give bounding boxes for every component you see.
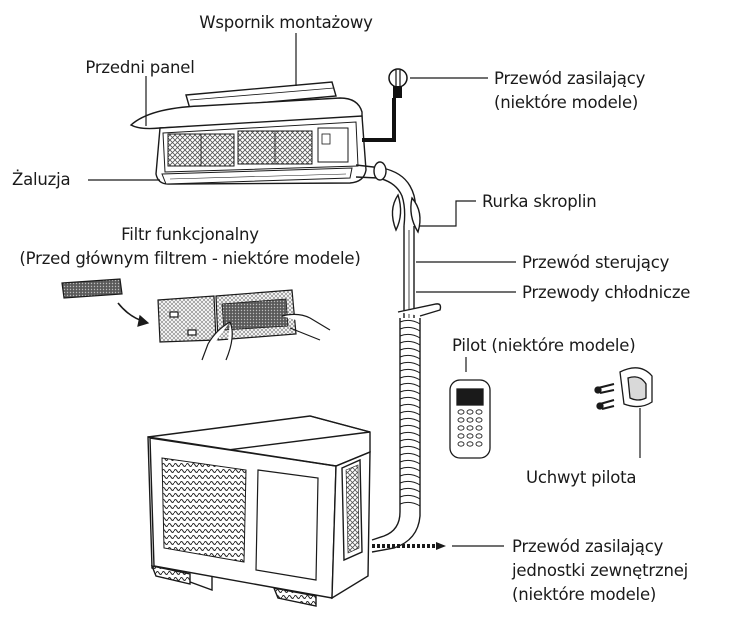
- remote-button: [466, 409, 474, 415]
- function-filter-illustration: [61, 278, 331, 361]
- spiral-wrap-turn: [399, 347, 421, 353]
- remote-button: [475, 409, 483, 415]
- pipe-clamp: [397, 303, 442, 317]
- spiral-wrap-turn: [399, 438, 421, 444]
- label-rurka: Rurka skroplin: [482, 192, 597, 211]
- label-filtr-line2: (Przed głównym filtrem - niektóre modele…: [19, 249, 361, 268]
- piping-bundle: [355, 161, 421, 553]
- spiral-wrap-turn: [399, 319, 421, 325]
- spiral-wrap-turn: [399, 368, 421, 374]
- label-przewody-chl: Przewody chłodnicze: [522, 283, 691, 302]
- spiral-wrap-turn: [399, 459, 421, 465]
- spiral-wrap-turn: [399, 375, 421, 381]
- indoor-power-cord: [362, 68, 408, 142]
- label-uchwyt: Uchwyt pilota: [526, 468, 637, 487]
- label-zaluzja: Żaluzja: [12, 170, 71, 189]
- remote-button: [475, 425, 483, 431]
- spiral-wrap-turn: [399, 480, 421, 486]
- label-zewn-line2: jednostki zewnętrznej: [512, 561, 689, 580]
- spiral-wrap-turn: [399, 417, 421, 423]
- spiral-wrap-turn: [399, 473, 421, 479]
- remote-button: [457, 417, 465, 423]
- remote-button: [457, 425, 465, 431]
- remote-button: [475, 433, 483, 439]
- spiral-wrap-turn: [399, 333, 421, 339]
- remote-holder: [594, 367, 653, 410]
- front-panel: [129, 97, 363, 130]
- remote-button: [457, 441, 465, 447]
- remote-button: [466, 417, 474, 423]
- label-pilot: Pilot (niektóre modele): [452, 336, 636, 355]
- spiral-wrap-turn: [399, 424, 421, 430]
- louver: [161, 167, 353, 185]
- label-zewn-line3: (niektóre modele): [512, 585, 657, 604]
- functional-filter: [61, 278, 123, 299]
- leader-lines: [88, 33, 641, 547]
- mounting-bracket: [185, 81, 337, 110]
- remote-button: [475, 417, 483, 423]
- remote-button: [457, 409, 465, 415]
- remote-button: [475, 441, 483, 447]
- spiral-wrap: [399, 319, 421, 507]
- remote-control: [449, 379, 491, 459]
- outdoor-unit: [147, 415, 371, 607]
- label-zewn-line1: Przewód zasilający: [512, 537, 664, 556]
- spiral-wrap-turn: [399, 382, 421, 388]
- label-wspornik: Wspornik montażowy: [199, 13, 373, 32]
- label-przedni-panel: Przedni panel: [85, 58, 195, 77]
- spiral-wrap-turn: [399, 501, 421, 507]
- spiral-wrap-turn: [399, 361, 421, 367]
- label-przewod-zas-line1: Przewód zasilający: [494, 69, 646, 88]
- spiral-wrap-turn: [399, 354, 421, 360]
- label-przewod-zas-line2: (niektóre modele): [494, 93, 639, 112]
- spiral-wrap-turn: [399, 466, 421, 472]
- spiral-wrap-turn: [399, 403, 421, 409]
- spiral-wrap-turn: [399, 389, 421, 395]
- spiral-wrap-turn: [399, 326, 421, 332]
- label-filtr-line1: Filtr funkcjonalny: [121, 225, 259, 244]
- spiral-wrap-turn: [399, 340, 421, 346]
- remote-button: [466, 433, 474, 439]
- outdoor-power-cable: [372, 542, 446, 550]
- spiral-wrap-turn: [399, 396, 421, 402]
- spiral-wrap-turn: [399, 487, 421, 493]
- spiral-wrap-turn: [399, 410, 421, 416]
- spiral-wrap-turn: [399, 431, 421, 437]
- spiral-wrap-turn: [399, 445, 421, 451]
- remote-button: [457, 433, 465, 439]
- label-przewod-ster: Przewód sterujący: [522, 253, 670, 272]
- remote-button: [466, 425, 474, 431]
- spiral-wrap-turn: [399, 494, 421, 500]
- spiral-wrap-turn: [399, 452, 421, 458]
- indoor-unit: [129, 81, 367, 185]
- remote-button: [466, 441, 474, 447]
